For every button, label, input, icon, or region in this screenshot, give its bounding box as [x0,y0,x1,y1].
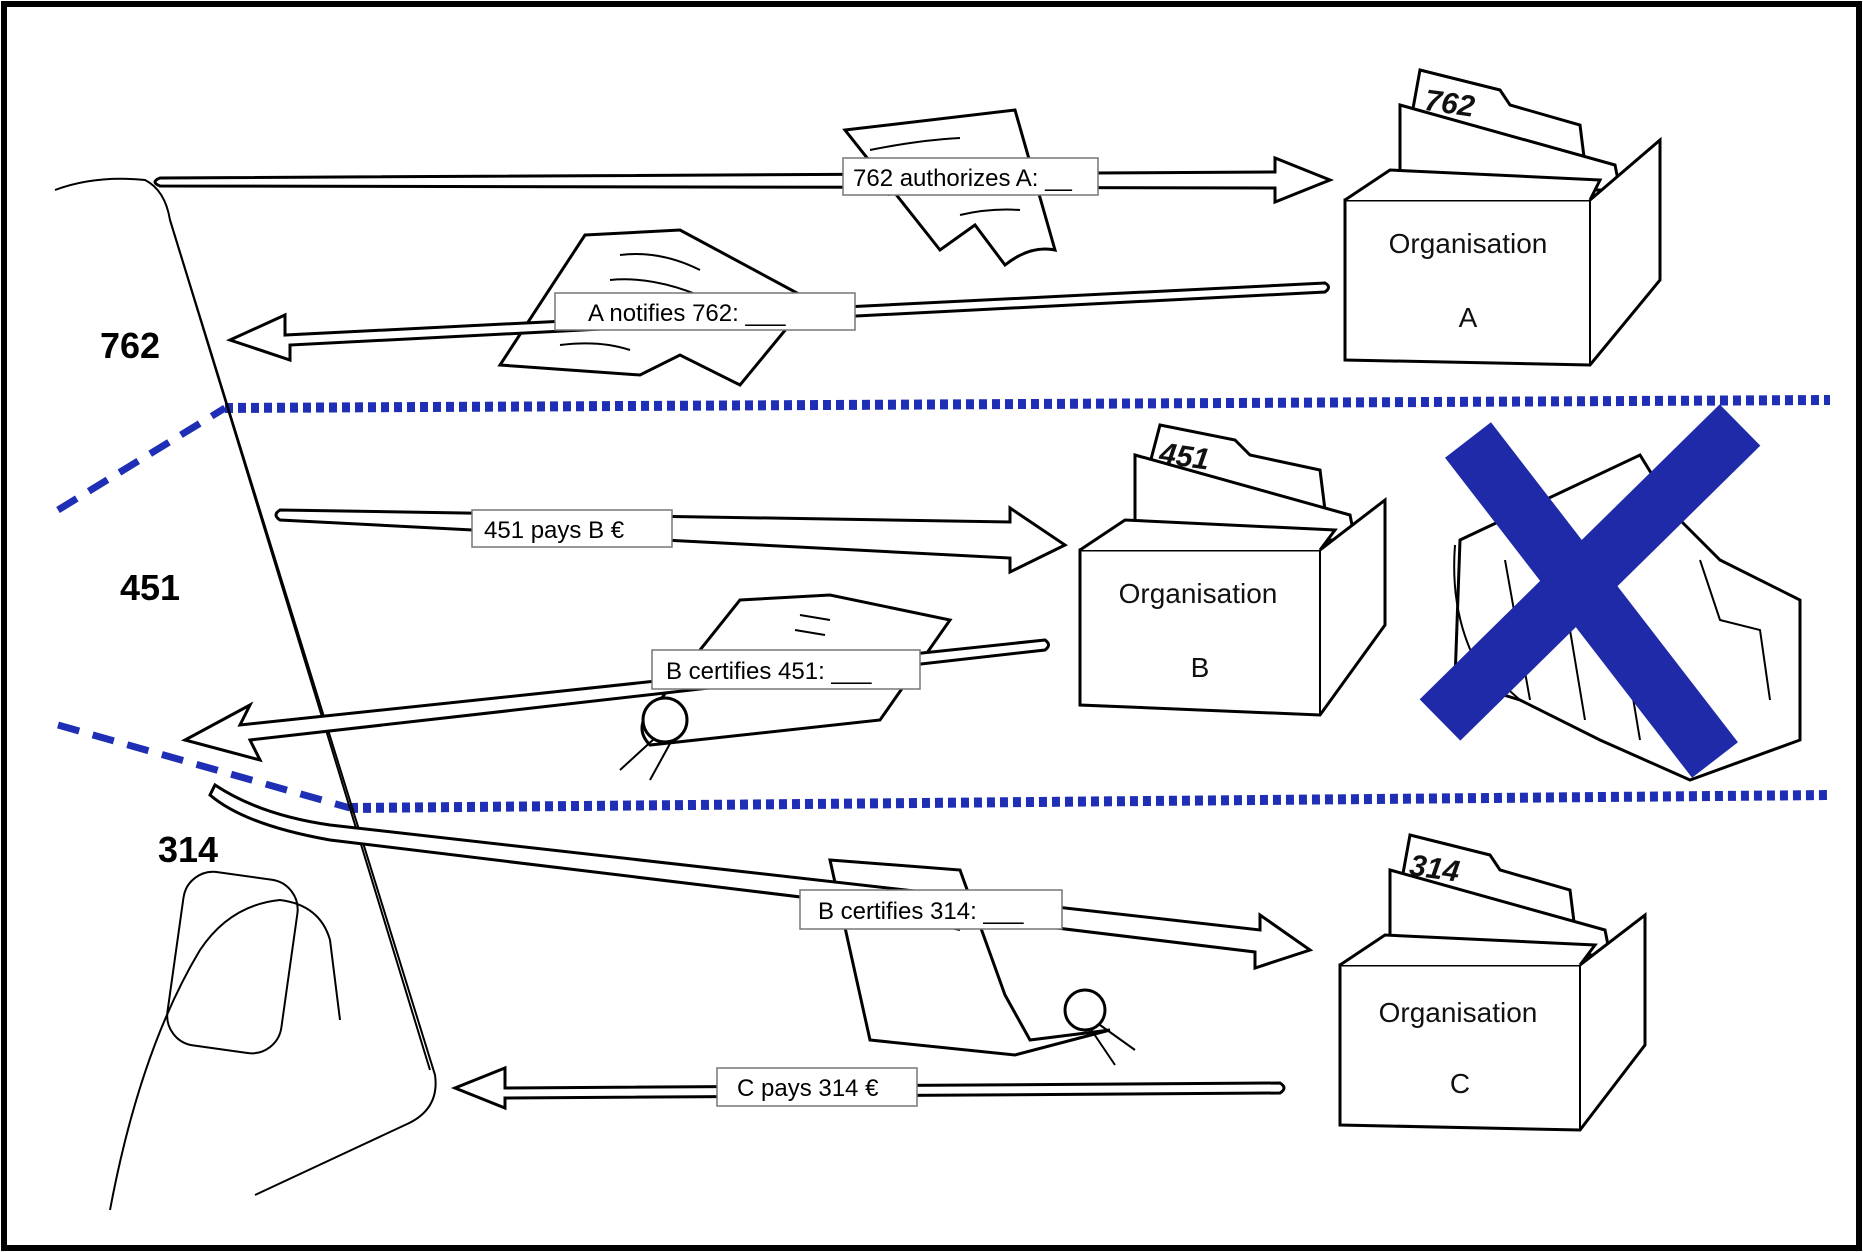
organisation-c-letter: C [1450,1068,1470,1099]
band-line-top [225,400,1830,408]
svg-text:B certifies 314: ___: B certifies 314: ___ [818,898,1024,925]
svg-text:B certifies 451: ___: B certifies 451: ___ [666,658,872,685]
organisation-b-letter: B [1191,652,1210,683]
account-762-label: 762 [100,325,160,366]
thumbnail [163,868,301,1057]
message-label-m3: 451 pays B € [472,510,672,547]
svg-text:451 pays B €: 451 pays B € [484,517,625,544]
organisation-b-name: Organisation [1119,578,1278,609]
message-label-m1: 762 authorizes A: __ [843,158,1098,195]
organisation-a-name: Organisation [1389,228,1548,259]
message-label-m4: B certifies 451: ___ [652,650,920,689]
organisation-a-letter: A [1459,302,1478,333]
organisation-a-box: 762 Organisation A [1345,70,1660,365]
message-label-m6: C pays 314 € [717,1068,917,1106]
arrow-762-to-a [155,158,1330,202]
organisation-c-name: Organisation [1379,997,1538,1028]
band-line-bottom [350,795,1830,808]
message-label-m2: A notifies 762: ___ [555,293,855,330]
svg-text:C pays 314 €: C pays 314 € [737,1075,879,1102]
crossed-out-file-box-icon [1440,425,1800,780]
account-314-label: 314 [158,829,218,870]
organisation-c-box: 314 Organisation C [1340,835,1645,1130]
account-451-label: 451 [120,567,180,608]
organisation-b-box: 451 Organisation B [1080,425,1385,715]
message-label-m5: B certifies 314: ___ [800,890,1062,929]
svg-text:762 authorizes A: __: 762 authorizes A: __ [853,165,1072,192]
band-line-left-top [58,408,225,510]
svg-text:A notifies 762: ___: A notifies 762: ___ [588,300,786,327]
arrow-314-to-c [210,785,1310,968]
